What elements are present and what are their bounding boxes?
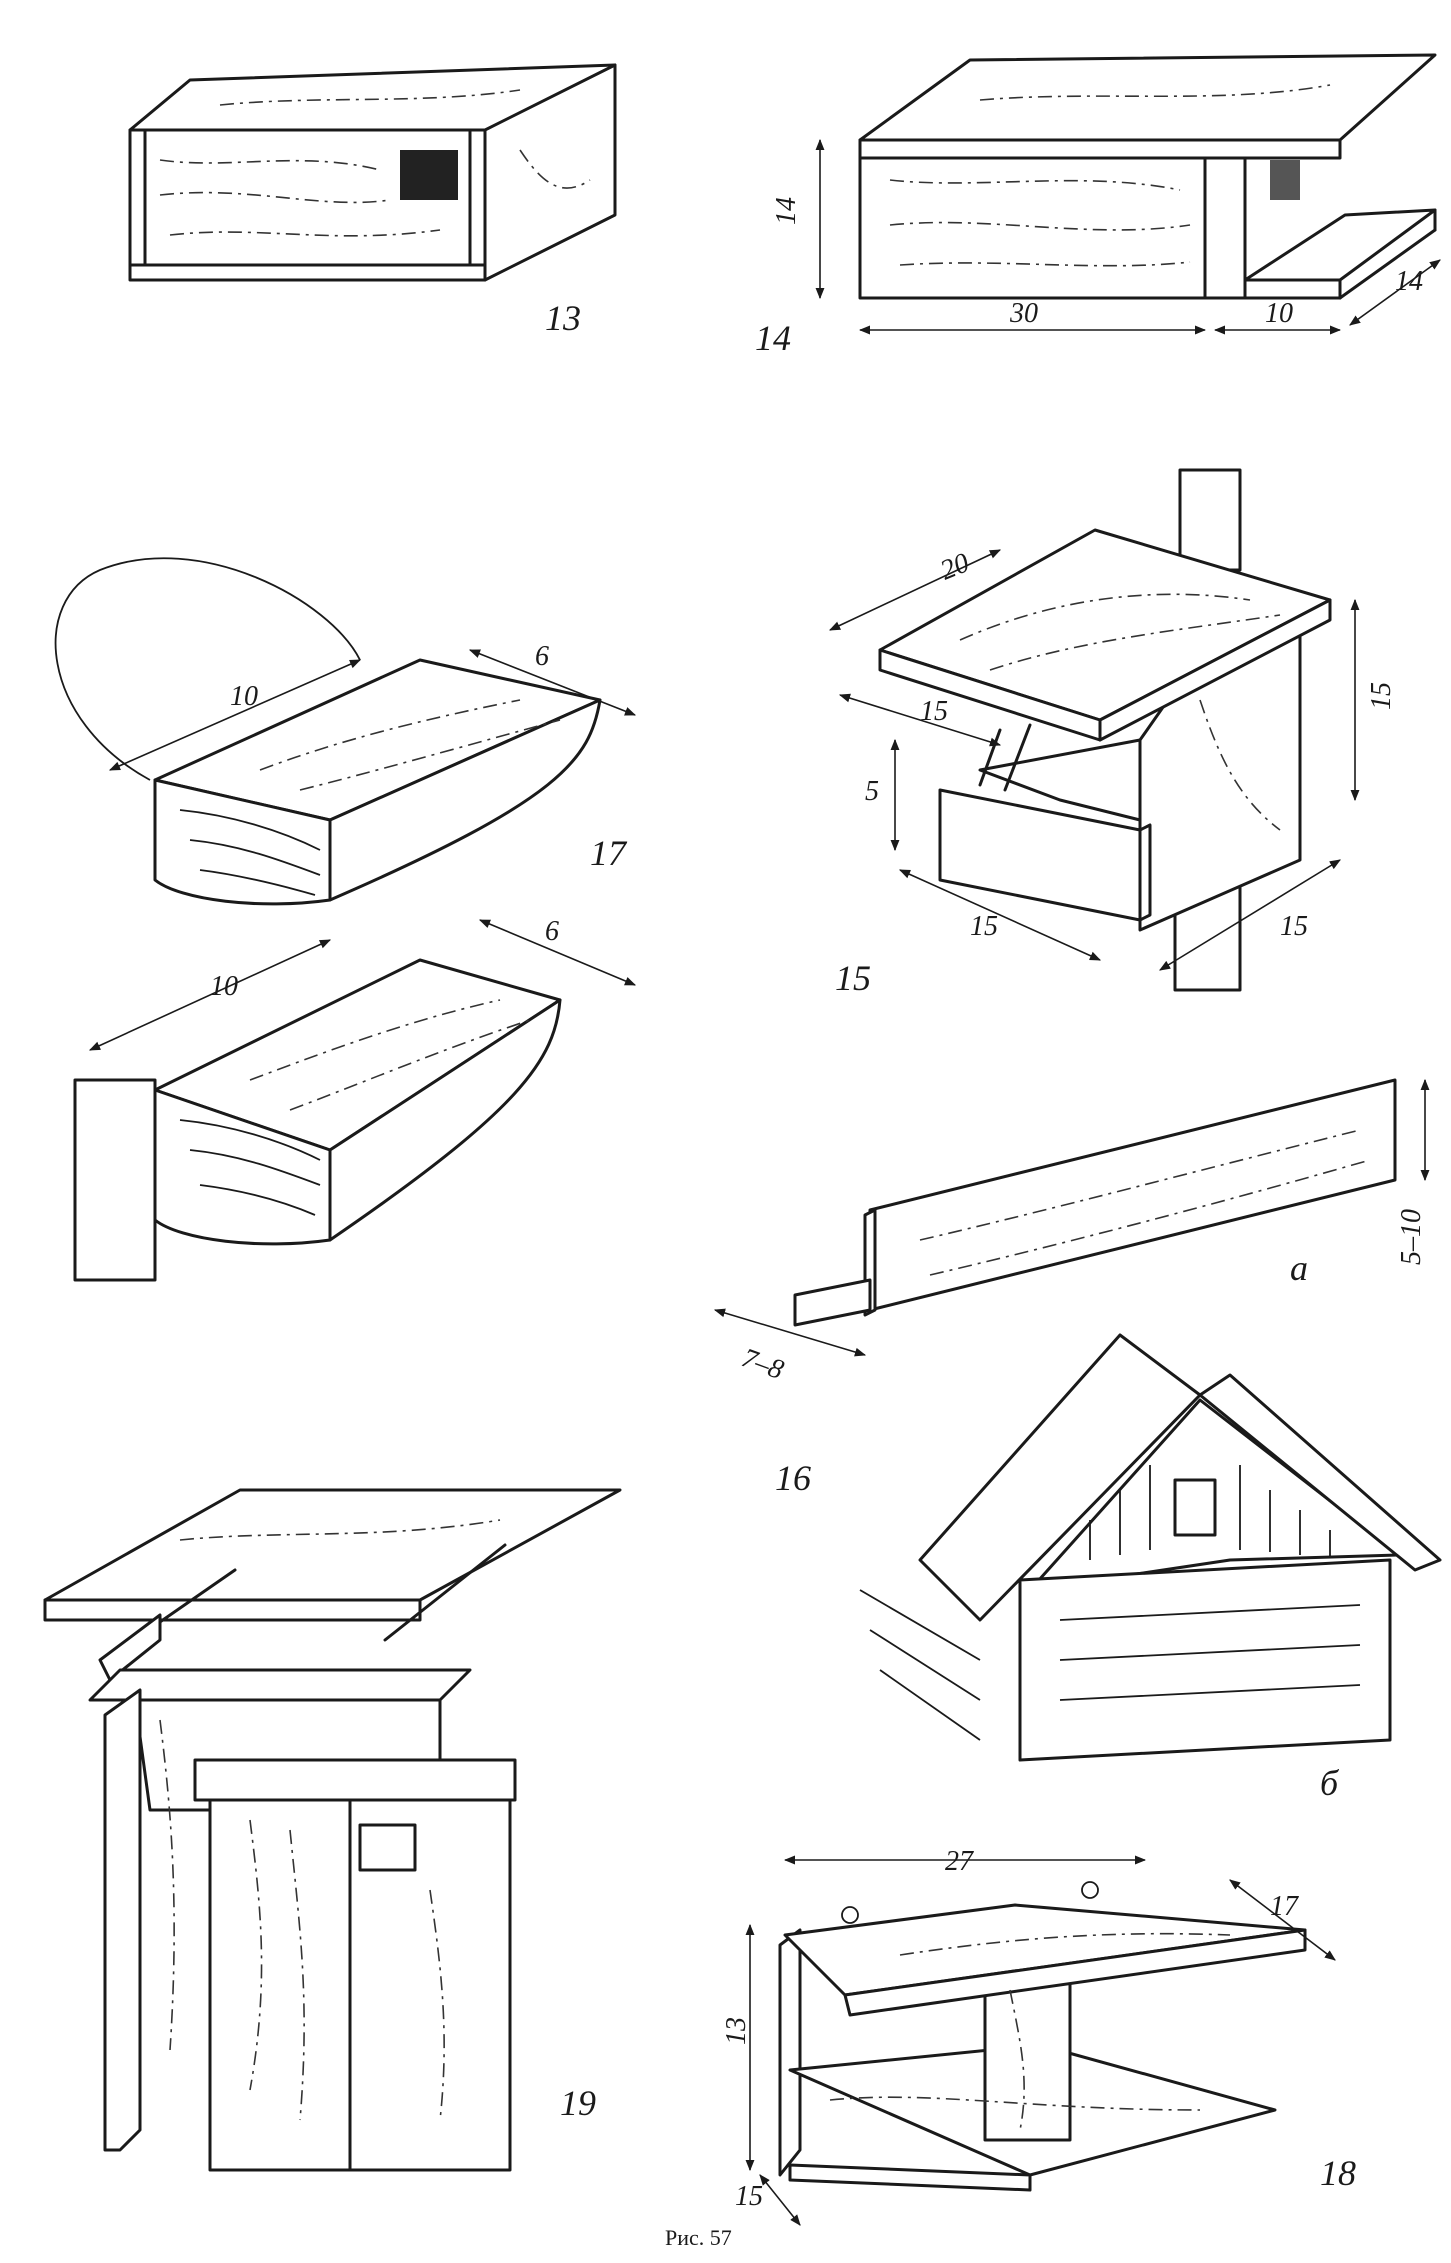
f15-post-top	[1178, 468, 1242, 572]
f19-entrance	[358, 1823, 417, 1872]
f15-dim-side: 15	[1280, 911, 1308, 942]
f16-label: 16	[775, 1458, 811, 1498]
f17-swing-arc	[54, 557, 361, 781]
f15-back-inner	[978, 738, 1142, 822]
f16a-shelf	[793, 1278, 872, 1327]
f17-endgrain	[153, 778, 332, 906]
f17b-dim-width: 6	[545, 916, 559, 947]
f15-dim-height: 15	[1366, 682, 1397, 710]
f15-label: 15	[835, 958, 871, 998]
f19-label: 19	[560, 2083, 596, 2123]
f15-dim-roof-depth: 15	[920, 696, 948, 727]
f14-partition	[1203, 156, 1247, 300]
figure-14: 14 30 10 14 14	[755, 53, 1441, 358]
f18-label: 18	[1320, 2153, 1356, 2193]
f19-side	[103, 1688, 142, 2152]
f18-back	[778, 1928, 802, 2177]
f18-dim-length: 27	[945, 1846, 974, 1877]
figure-13: 13	[128, 63, 617, 338]
f14-dim-ledge: 10	[1265, 298, 1293, 329]
f14-roof	[858, 53, 1437, 142]
f14-label: 14	[755, 318, 791, 358]
f16a-board	[868, 1078, 1397, 1312]
f19-front-rim	[193, 1758, 517, 1802]
f18-partition	[983, 1973, 1072, 2142]
f17b-dim-length: 10	[210, 971, 238, 1002]
f17-top-dim-length: 10	[230, 681, 258, 712]
f15-dim-roof: 20	[936, 547, 974, 586]
f13-side	[483, 63, 617, 282]
f15-dim-width: 15	[970, 911, 998, 942]
f16b-entrance	[1173, 1478, 1217, 1537]
f13-label: 13	[545, 298, 581, 338]
f18-dim-height: 13	[721, 2017, 752, 2045]
f18-dim-depth: 17	[1270, 1891, 1299, 1922]
f17b-backboard	[73, 1078, 157, 1282]
f16a-dim-shelf: 7–8	[738, 1342, 788, 1385]
f16b-part-label: б	[1320, 1763, 1340, 1803]
f16b-roof-right	[1198, 1373, 1442, 1572]
figure-18: 27 17 13 15 18	[721, 1846, 1356, 2226]
f19-top-rim	[88, 1668, 472, 1702]
f17-top-dim-width: 6	[535, 641, 549, 672]
f16b-wall	[1018, 1558, 1392, 1762]
f19-lid	[43, 1488, 622, 1602]
f17-label: 17	[590, 833, 628, 873]
f16a-part-label: а	[1290, 1248, 1308, 1288]
f14-front	[858, 156, 1227, 300]
figure-17: 10 6 17	[54, 557, 637, 906]
f15-dim-front: 5	[865, 776, 879, 807]
f13-entrance	[400, 150, 458, 200]
figure-16-b: б 16	[775, 1333, 1442, 1803]
f16a-dim-height: 5–10	[1396, 1209, 1427, 1265]
figure-19: 19	[43, 1488, 622, 2172]
figure-17-variant: 10 6	[73, 916, 637, 1282]
figure-15: 20 15 15 5 15 15 15	[828, 468, 1397, 998]
f14-dim-depth: 14	[1395, 266, 1423, 297]
f14-dim-height: 14	[771, 197, 802, 225]
f14-dim-length: 30	[1009, 298, 1038, 329]
figure-16-a: 5–10 7–8 а	[713, 1078, 1430, 1386]
f18-dim-base: 15	[735, 2181, 763, 2212]
figure-caption: Рис. 57	[665, 2225, 732, 2250]
